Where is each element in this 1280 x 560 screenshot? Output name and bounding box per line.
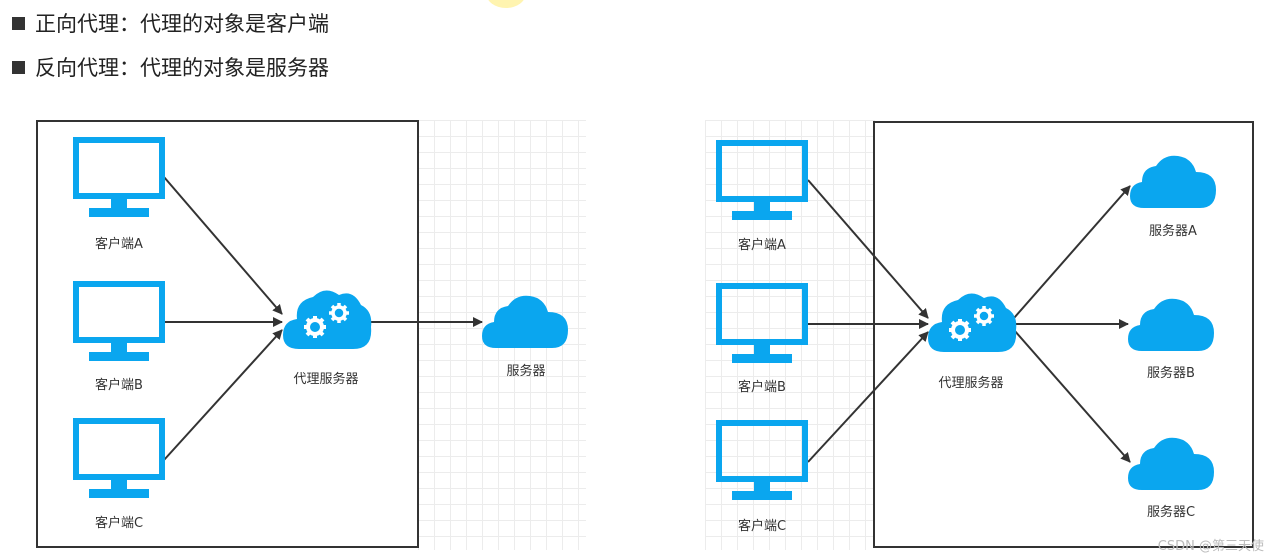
arrow-proxy-to-server-a — [1013, 185, 1131, 319]
arrow-client-c-to-proxy — [807, 331, 929, 463]
forward-server-label: 服务器 — [506, 364, 546, 379]
reverse-proxy-boundary-box — [873, 121, 1254, 548]
cloud-gears-icon — [928, 293, 1017, 352]
client-a-label: 客户端A — [738, 238, 786, 253]
client-c-label: 客户端C — [737, 519, 787, 534]
forward-proxy-boundary-box — [36, 120, 419, 548]
cloud-icon — [1128, 437, 1214, 490]
client-a-label: 客户端A — [95, 237, 143, 252]
monitor-icon — [73, 137, 165, 217]
monitor-icon — [73, 418, 165, 498]
arrow-client-c-to-proxy — [163, 329, 283, 461]
arrow-client-a-to-proxy — [807, 179, 929, 319]
monitor-icon — [716, 283, 808, 363]
reverse-proxy-label: 代理服务器 — [938, 376, 1004, 391]
monitor-icon — [716, 140, 808, 220]
bullet-forward-proxy-text: 正向代理：代理的对象是客户端 — [35, 12, 329, 36]
client-c-label: 客户端C — [94, 516, 144, 531]
cloud-gears-icon — [283, 290, 372, 349]
forward-proxy-label: 代理服务器 — [293, 372, 359, 387]
server-c-label: 服务器C — [1146, 505, 1196, 520]
watermark-text: CSDN @第三天使 — [1157, 539, 1264, 554]
bullet-square-icon — [12, 60, 25, 74]
bullet-reverse-proxy: 反向代理：代理的对象是服务器 — [12, 52, 329, 82]
arrow-proxy-to-server-c — [1013, 329, 1131, 463]
cloud-icon — [1130, 155, 1216, 208]
bullet-square-icon — [12, 16, 25, 30]
cloud-icon — [482, 295, 568, 348]
bullet-reverse-proxy-text: 反向代理：代理的对象是服务器 — [35, 56, 329, 80]
arrow-client-a-to-proxy — [163, 176, 283, 315]
monitor-icon — [716, 420, 808, 500]
cloud-icon — [1128, 298, 1214, 351]
bullet-forward-proxy: 正向代理：代理的对象是客户端 — [12, 8, 329, 38]
client-b-label: 客户端B — [738, 380, 786, 395]
monitor-icon — [73, 281, 165, 361]
cursor-highlight — [486, 0, 526, 8]
server-a-label: 服务器A — [1149, 224, 1197, 239]
server-b-label: 服务器B — [1147, 366, 1195, 381]
client-b-label: 客户端B — [95, 378, 143, 393]
